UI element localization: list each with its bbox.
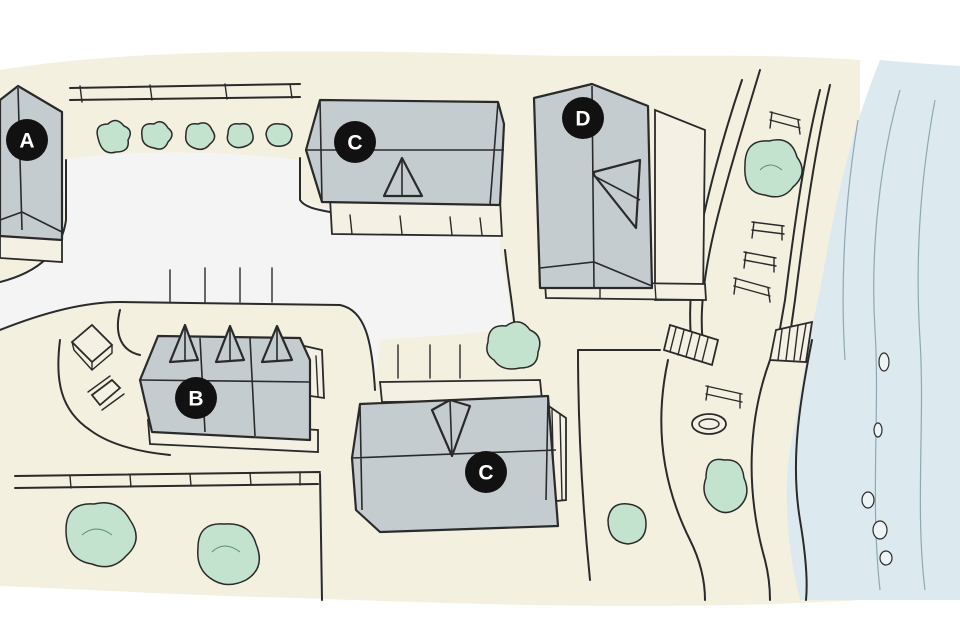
building-b — [138, 323, 325, 453]
fence-bottom-posts — [69, 471, 301, 489]
lower-promenade-right — [750, 359, 771, 601]
bench-icon — [751, 221, 785, 241]
marker-c-bottom-label: C — [478, 462, 493, 485]
walk-path — [57, 309, 661, 581]
river-rock — [879, 550, 893, 566]
boat-icon — [691, 413, 727, 435]
stairs-icon — [662, 323, 720, 367]
riverbank — [660, 69, 831, 601]
parking-lot — [0, 152, 512, 385]
bench-icon — [705, 385, 743, 409]
marker-a-label: A — [19, 130, 34, 153]
marker-c-top: C — [334, 121, 376, 163]
trees — [65, 119, 803, 586]
tree-icon — [226, 122, 254, 149]
tree-icon — [184, 122, 216, 151]
tree-icon — [65, 502, 137, 568]
small-structures — [70, 111, 814, 435]
picnic-table — [90, 378, 122, 407]
tree-icon — [265, 122, 293, 147]
label-markers: A C D B C — [6, 97, 604, 493]
bank-line-4 — [789, 84, 831, 336]
marker-c-bottom: C — [465, 451, 507, 493]
building-a — [0, 84, 64, 263]
tree-icon — [703, 458, 748, 514]
marker-c-top-label: C — [347, 132, 362, 155]
lower-promenade-left — [660, 359, 706, 601]
river-rock — [878, 352, 890, 372]
water-edge — [794, 339, 813, 601]
tree-icon — [607, 503, 647, 545]
tree-icon — [486, 321, 541, 370]
tree-icon — [744, 139, 803, 198]
fence-top — [69, 83, 301, 101]
bank-line-1 — [700, 69, 761, 361]
marker-d: D — [562, 97, 604, 139]
bank-line-3 — [777, 89, 821, 341]
building-d — [532, 82, 707, 301]
fence-top-posts — [79, 83, 293, 103]
river-rock — [872, 520, 888, 540]
marker-d-label: D — [575, 108, 590, 131]
bench-icon — [733, 277, 771, 303]
stairs-icon — [768, 320, 814, 363]
marker-b: B — [175, 377, 217, 419]
marker-a: A — [6, 119, 48, 161]
building-c-bottom — [350, 379, 567, 534]
fence-bottom — [14, 471, 323, 601]
tree-icon — [141, 121, 173, 150]
tree-icon — [197, 523, 261, 586]
bench-icon — [769, 111, 801, 135]
river-texture — [842, 89, 936, 591]
river — [786, 60, 960, 600]
marker-b-label: B — [188, 388, 203, 411]
river-rock — [861, 491, 875, 509]
tree-icon — [96, 119, 131, 154]
river-rock — [873, 422, 883, 438]
parking-stripes — [169, 267, 461, 379]
building-c-top — [304, 98, 506, 237]
bench-icon — [743, 251, 777, 273]
